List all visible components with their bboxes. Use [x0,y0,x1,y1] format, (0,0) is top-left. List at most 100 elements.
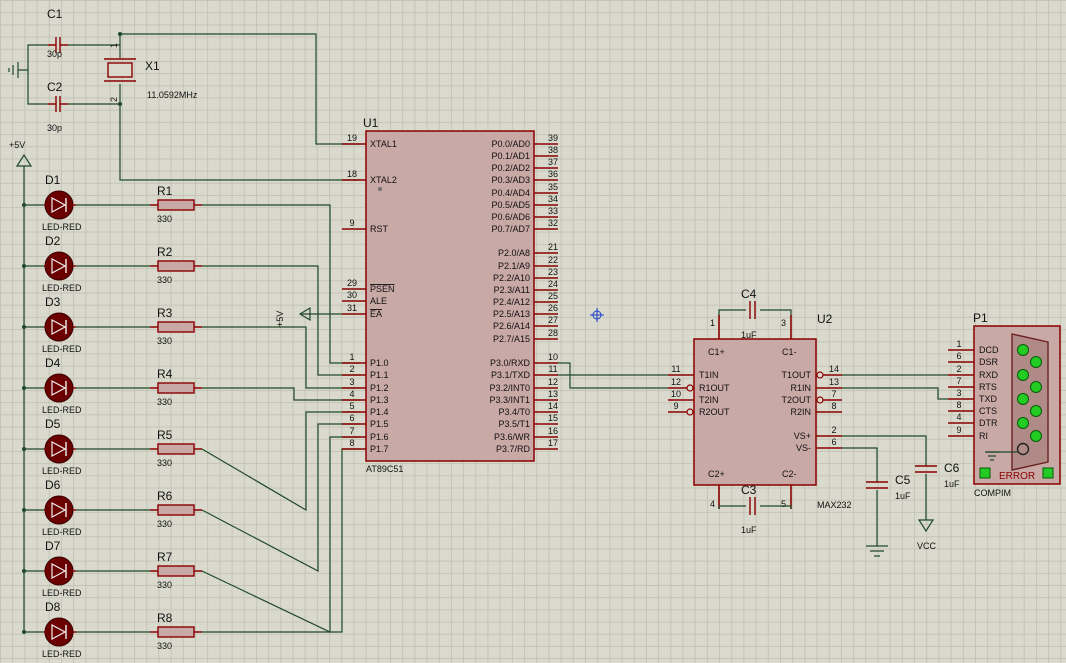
resistor-ref: R3 [157,306,173,320]
u2-pin-6[interactable]: 6VS- [796,437,842,453]
u1-right-pins: 39P0.0/AD038P0.1/AD137P0.2/AD236P0.3/AD3… [489,133,558,454]
u2-pin-2[interactable]: 2VS+ [794,425,842,441]
status-dot [1017,393,1029,405]
capacitor-c2[interactable]: C2 30p [47,80,68,133]
p1-pin-number: 7 [956,376,961,386]
u1-pin-7[interactable]: 7P1.6 [342,426,389,442]
capacitor-c4[interactable]: C4 1uF [718,287,792,340]
u1-pin-8[interactable]: 8P1.7 [342,438,389,454]
u1-pin-name: P0.4/AD4 [491,188,530,198]
connector-p1[interactable]: P1 COMPIM 1DCD6DSR2RXD7RTS3TXD8CTS4DTR9R… [948,311,1061,498]
capacitor-c3[interactable]: C3 1uF [718,483,792,535]
u1-pin-6[interactable]: 6P1.5 [342,413,389,429]
capacitor-c1[interactable]: C1 30p [47,7,68,59]
u1-pin-3[interactable]: 3P1.2 [342,377,389,393]
chip-u2[interactable]: U2 MAX232 C1+ C1- C2+ C2- 1 3 4 5 11T1IN… [668,312,852,510]
u2-pin-number: 14 [829,364,839,374]
u1-pin-2[interactable]: 2P1.1 [342,364,389,380]
u1-pin-number: 6 [349,413,354,423]
c5-value: 1uF [895,491,911,501]
u1-pin-number: 14 [548,401,558,411]
c4-value: 1uF [741,330,757,340]
capacitor-c6[interactable]: C6 1uF VCC [842,435,960,551]
u1-pin-name: P3.6/WR [494,432,531,442]
x1-pin2: 2 [109,97,119,102]
u1-pin-number: 2 [349,364,354,374]
u2-pin-number: 2 [831,425,836,435]
p1-pin-9[interactable]: 9RI [948,425,988,441]
crystal-x1[interactable]: X1 11.0592MHz 1 2 [104,43,198,102]
u1-pin-5[interactable]: 5P1.4 [342,401,389,417]
chip-u1[interactable]: U1 AT89C51 19XTAL118XTAL29RST29PSEN30ALE… [342,116,558,474]
u1-pin-4[interactable]: 4P1.3 [342,389,389,405]
u1-pin-1[interactable]: 1P1.0 [342,352,389,368]
resistor-ref: R4 [157,367,173,381]
capacitor-c5[interactable]: C5 1uF [842,447,911,557]
